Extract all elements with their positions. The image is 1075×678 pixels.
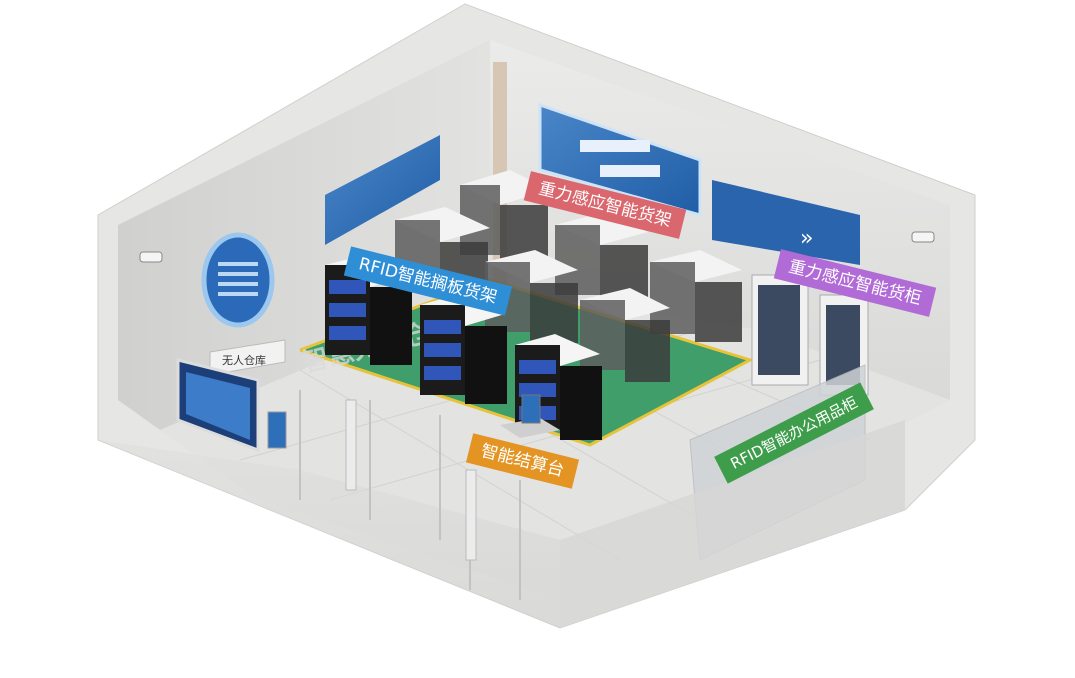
camera-icon [139, 251, 163, 263]
rfid-shelves [325, 255, 602, 440]
shelf-unit [420, 294, 507, 404]
wall-round-display [201, 232, 275, 328]
access-terminal [267, 411, 287, 449]
right-front-wall [560, 420, 905, 628]
gravity-cabinets [751, 274, 869, 396]
checkout-counter [500, 394, 560, 438]
shelf-unit [580, 288, 670, 382]
svg-text:»: » [800, 226, 813, 251]
security-gate [465, 469, 477, 561]
front-wall [98, 440, 560, 628]
camera-icon [911, 231, 935, 243]
right-wall-board [712, 180, 860, 265]
security-gate [345, 399, 357, 491]
wall-sign: 无人仓库 [222, 353, 266, 367]
left-wall-screen [325, 135, 440, 245]
gravity-shelves [395, 170, 742, 382]
back-left-wall [118, 40, 490, 430]
